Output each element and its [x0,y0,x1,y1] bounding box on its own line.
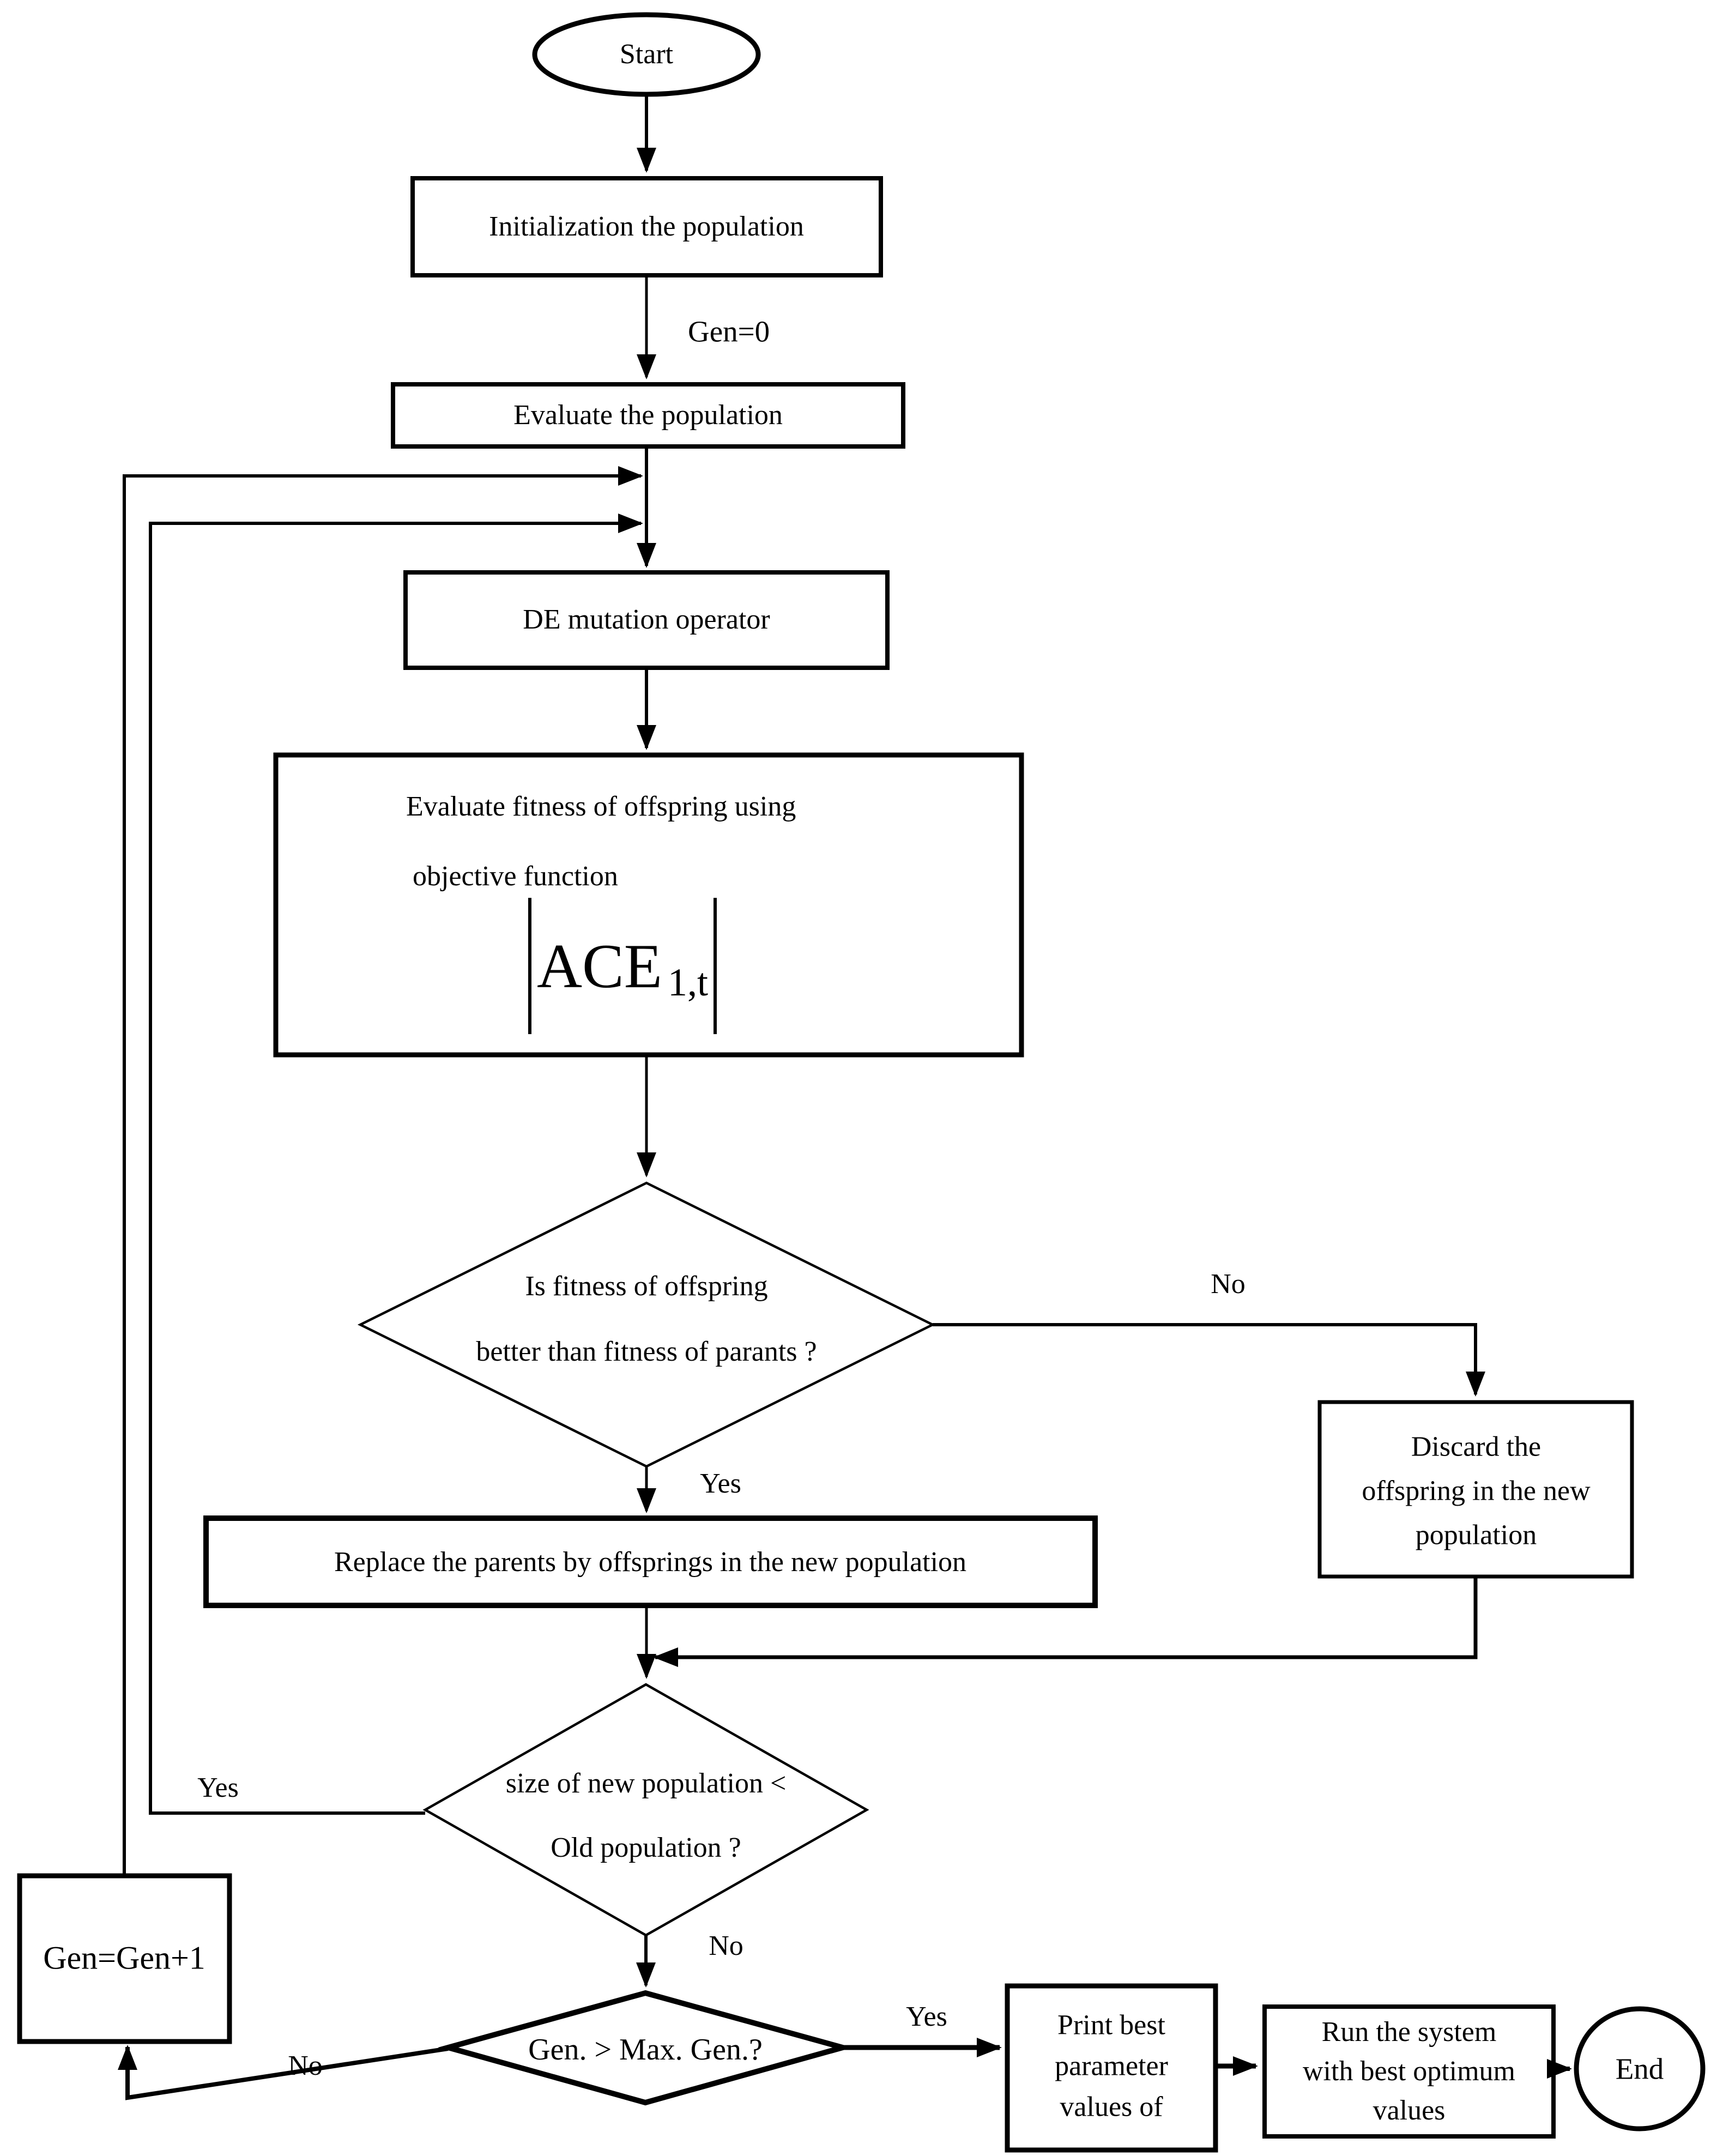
run-system-line2: with best optimum [1303,2056,1515,2087]
run-system-line3: values [1373,2095,1446,2126]
edge-size-yes-loopback [149,514,643,1815]
max-gen-decision-diamond-shape [438,1990,853,2106]
fitness-no-edge-label: No [1211,1269,1246,1300]
de-mutation-label: DE mutation operator [523,604,770,636]
edge-gen-increment-loopback [123,466,643,1876]
gen-zero-edge-label: Gen=0 [688,315,770,348]
replace-parents-label: Replace the parents by offsprings in the… [334,1547,967,1578]
absolute-value-bar-right [714,898,717,1034]
print-best-line1: Print best [1057,2009,1165,2041]
formula-base: ACE [536,931,662,1001]
fitness-decision-diamond-shape [357,1181,936,1468]
formula-subscript: 1,t [667,961,709,1005]
print-best-line3: values of [1060,2091,1163,2123]
start-label: Start [619,39,674,70]
evaluate-fitness-line2: objective function [413,861,618,892]
maxgen-yes-edge-label: Yes [906,2001,947,2033]
initialization-label: Initialization the population [489,211,804,243]
run-system-line1: Run the system [1321,2016,1497,2048]
end-label: End [1615,2052,1664,2086]
edge-maxgen-no-to-gen-increment [118,2045,449,2100]
maxgen-no-edge-label: No [288,2050,323,2082]
evaluate-population-label: Evaluate the population [513,400,783,431]
edge-decision-no-to-discard [933,1323,1485,1397]
discard-offspring-line2: offspring in the new [1362,1475,1591,1507]
size-decision-line1: size of new population < [505,1768,787,1799]
edge-discard-loop-to-spine [653,1577,1478,1667]
run-system-label: Run the system with best optimum values [1303,2013,1515,2130]
discard-offspring-line1: Discard the [1411,1431,1541,1463]
discard-offspring-label: Discard the offspring in the new populat… [1362,1425,1590,1557]
max-gen-decision-label: Gen. > Max. Gen.? [528,2032,763,2067]
discard-offspring-line3: population [1415,1519,1537,1551]
end-terminator-shape [1574,2006,1706,2131]
population-size-decision-diamond-shape [422,1683,869,1937]
evaluate-fitness-line1: Evaluate fitness of offspring using [406,791,796,823]
size-no-edge-label: No [709,1930,743,1962]
absolute-value-bar-left [528,898,531,1034]
replace-parents-box-shape [203,1515,1098,1608]
fitness-decision-line1: Is fitness of offspring [525,1271,768,1302]
size-yes-edge-label: Yes [197,1772,239,1804]
print-best-label: Print best parameter values of [1055,2005,1168,2128]
print-best-line2: parameter [1055,2050,1168,2082]
gen-increment-label: Gen=Gen+1 [43,1940,205,1976]
fitness-decision-line2: better than fitness of parants ? [476,1336,817,1368]
objective-function-formula: ACE 1,t [528,898,717,1034]
size-decision-line2: Old population ? [551,1832,741,1864]
evaluate-fitness-box-shape [273,752,1024,1058]
fitness-yes-edge-label: Yes [700,1468,741,1500]
